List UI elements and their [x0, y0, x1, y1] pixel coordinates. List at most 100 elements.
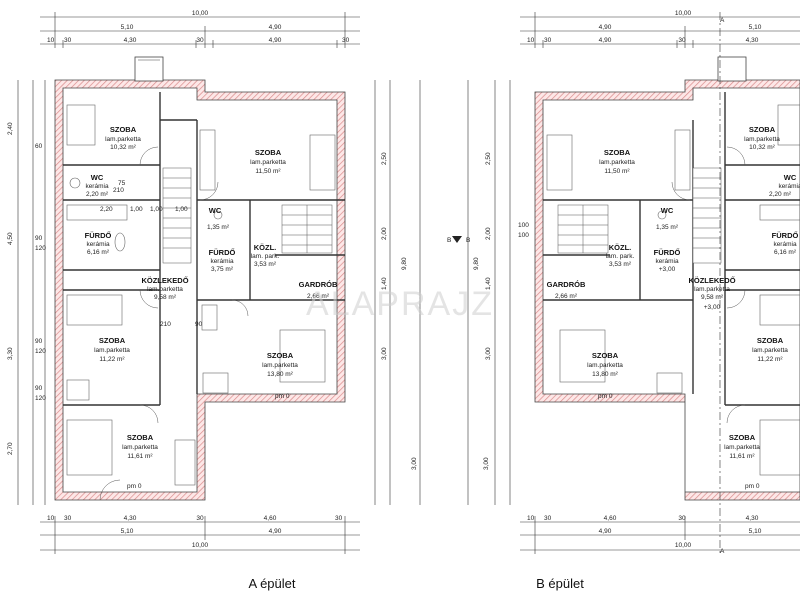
room-szoba-br: SZOBA lam.parketta 13,80 m² [262, 351, 298, 378]
dim-right-980: 9,80 [401, 257, 408, 270]
room-floor: kerámia [778, 183, 800, 190]
room-area: 13,80 m² [592, 371, 618, 378]
room-b-kozlekedo: KÖZLEKEDŐ lam.parketta 9,58 m² +3,00 [688, 276, 735, 311]
room-name: KÖZLEKEDŐ [141, 276, 188, 285]
room-name: WC [91, 173, 104, 182]
room-area: 9,58 m² [154, 294, 177, 301]
dim-b-30: 30 [64, 515, 72, 522]
dim-510-top: 5,10 [121, 24, 134, 31]
room-b-szoba-mr: SZOBA lam.parketta 11,22 m² [752, 336, 788, 363]
room-area: 3,53 m² [254, 261, 277, 268]
room-area: 2,66 m² [555, 293, 578, 300]
room-szoba-ml: SZOBA lam.parketta 11,22 m² [94, 336, 130, 363]
watermark: ALAPRAJZ [306, 285, 494, 323]
dim-10: 10 [47, 37, 55, 44]
room-szoba-bl: SZOBA lam.parketta 11,61 m² [122, 433, 158, 460]
dim-b-460: 4,60 [264, 515, 277, 522]
room-level: +3,00 [704, 304, 721, 311]
section-arrow-icon [452, 236, 462, 243]
dim-b-30b: 30 [196, 515, 204, 522]
room-area: 3,53 m² [609, 261, 632, 268]
dim-bb2-460: 4,60 [604, 515, 617, 522]
room-name: SZOBA [604, 148, 631, 157]
dim-bl-100b: 100 [518, 232, 529, 239]
room-area: 2,20 m² [769, 191, 792, 198]
room-area: 10,32 m² [110, 144, 136, 151]
plan-b: 10,00 4,90 5,10 10 30 4,90 30 4,30 [447, 10, 800, 555]
dim-b-total-top: 10,00 [675, 10, 692, 17]
room-area: 11,50 m² [255, 168, 281, 175]
dim-bb2-510: 5,10 [749, 528, 762, 535]
room-furdo-left: FÜRDŐ kerámia 6,16 m² [85, 231, 112, 256]
room-name: SZOBA [749, 125, 776, 134]
dim-left-90c: 90 [35, 385, 43, 392]
dim-bb-490: 4,90 [599, 37, 612, 44]
dim-left-120c: 120 [35, 395, 46, 402]
room-area: 1,35 m² [207, 224, 230, 231]
room-name: FÜRDŐ [772, 231, 799, 240]
room-area: 11,22 m² [757, 356, 783, 363]
room-floor: lam.parketta [94, 347, 130, 354]
dim-bb2-30m: 30 [678, 515, 686, 522]
dim-bb2-430: 4,30 [746, 515, 759, 522]
dim-220: 2,20 [100, 206, 113, 213]
room-area: 6,16 m² [774, 249, 797, 256]
plan-b-left-dims [467, 80, 511, 505]
dim-bb2-490: 4,90 [599, 528, 612, 535]
room-name: KÖZL. [254, 243, 277, 252]
room-name: GARDRÓB [299, 280, 338, 289]
dim-right-300: 3,00 [381, 347, 388, 360]
dim-30: 30 [64, 37, 72, 44]
room-name: SZOBA [729, 433, 756, 442]
dim-left-450: 4,50 [7, 232, 14, 245]
room-area: 11,50 m² [604, 168, 630, 175]
room-area: 3,75 m² [211, 266, 234, 273]
dim-b-pm0b: pm 0 [745, 483, 760, 490]
room-b-gardrob: GARDRÓB 2,66 m² [547, 280, 586, 300]
dim-b-pm0: pm 0 [598, 393, 613, 400]
dim-490-top2: 4,90 [269, 37, 282, 44]
dim-left-90: 90 [35, 235, 43, 242]
room-name: SZOBA [267, 351, 294, 360]
room-b-furdo-small: FÜRDŐ kerámia +3,00 [654, 248, 681, 273]
dim-75: 75 [118, 180, 126, 187]
room-b-wc: WC kerámia 2,20 m² [769, 173, 800, 198]
room-area: 11,61 m² [729, 453, 755, 460]
dim-b-total: 10,00 [192, 542, 209, 549]
dim-30-r: 30 [342, 37, 350, 44]
dim-100b: 1,00 [150, 206, 163, 213]
dim-bb-30m: 30 [678, 37, 686, 44]
room-b-furdo: FÜRDŐ kerámia 6,16 m² [772, 231, 799, 256]
room-b-szoba-br: SZOBA lam.parketta 13,80 m² [587, 351, 623, 378]
room-floor: lam.parketta [587, 362, 623, 369]
section-marker-b-left: B [447, 237, 451, 244]
dim-bl-300: 3,00 [485, 347, 492, 360]
room-name: WC [209, 206, 222, 215]
room-area: 9,58 m² [701, 294, 724, 301]
room-floor: lam.parketta [724, 444, 760, 451]
dim-left-270: 2,70 [7, 442, 14, 455]
balcony-box [134, 56, 164, 82]
plan-a-right-dims [374, 80, 421, 505]
room-name: SZOBA [99, 336, 126, 345]
room-floor: lam.parketta [694, 286, 730, 293]
room-furdo-small: FÜRDŐ kerámia 3,75 m² [209, 248, 236, 273]
room-name: SZOBA [127, 433, 154, 442]
dim-100c: 1,00 [175, 206, 188, 213]
room-floor: lam.parketta [122, 444, 158, 451]
room-area: 2,20 m² [86, 191, 109, 198]
dim-bb-10: 10 [527, 37, 535, 44]
dim-right-300b: 3,00 [411, 457, 418, 470]
plan-a-furniture [66, 104, 336, 486]
dim-490-top: 4,90 [269, 24, 282, 31]
plan-b-top-dims [520, 12, 800, 48]
room-kozlekedo: KÖZLEKEDŐ lam.parketta 9,58 m² [141, 276, 188, 301]
room-floor: lam.parketta [744, 136, 780, 143]
dim-b-430: 4,30 [124, 515, 137, 522]
room-floor: kerámia [773, 241, 797, 248]
plan-b-furniture [546, 104, 800, 476]
room-floor: kerámia [85, 183, 109, 190]
dim-bl-140: 1,40 [485, 277, 492, 290]
room-area: 11,61 m² [127, 453, 153, 460]
room-b-kozl: KÖZL. lam. park. 3,53 m² [606, 243, 635, 268]
